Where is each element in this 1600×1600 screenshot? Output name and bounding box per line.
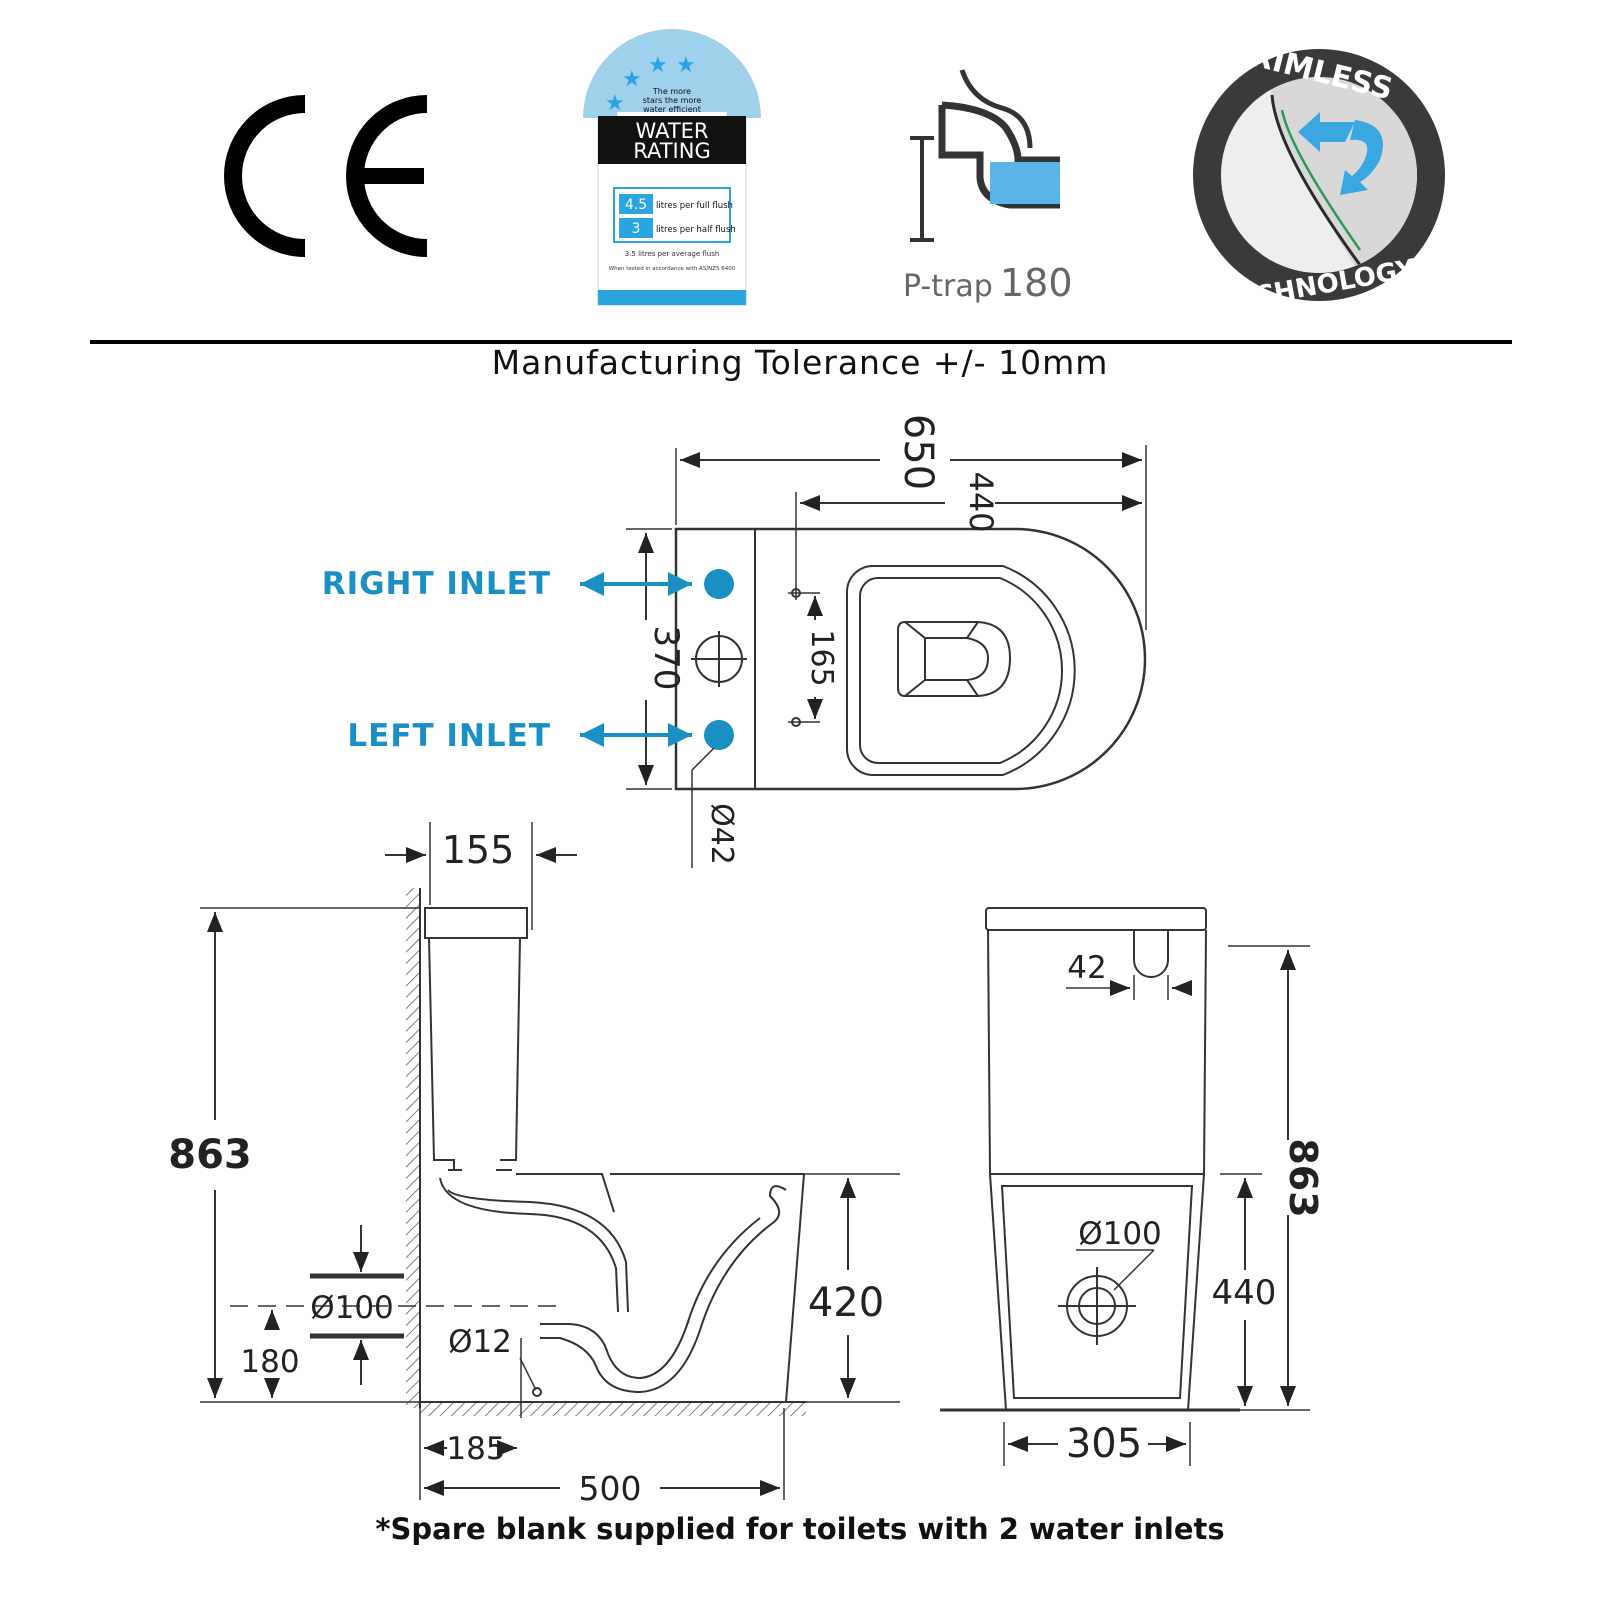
tolerance-note: Manufacturing Tolerance +/- 10mm bbox=[491, 343, 1109, 382]
p-trap-prefix: P-trap bbox=[903, 269, 993, 304]
wr-title-1: WATER bbox=[635, 119, 708, 143]
wr-full-value: 4.5 bbox=[625, 197, 647, 213]
rimless-badge: RIMLESS TECHNOLOGY bbox=[1193, 38, 1445, 318]
svg-text:★: ★ bbox=[622, 67, 642, 92]
dim-front-height: 863 bbox=[1281, 1138, 1325, 1217]
water-icon bbox=[990, 162, 1060, 204]
wr-tagline-2: stars the more bbox=[643, 96, 702, 105]
dim-front-outlet-height: 440 bbox=[1212, 1273, 1277, 1313]
inlet-callouts: RIGHT INLET LEFT INLET bbox=[322, 566, 692, 754]
flush-button-icon bbox=[1133, 930, 1169, 978]
wr-half-text: litres per half flush bbox=[656, 225, 736, 235]
wr-half-value: 3 bbox=[632, 221, 641, 237]
top-view-dimensions: 650 440 370 165 Ø42 bbox=[646, 414, 1000, 865]
star-outline-icon: ☆☆ bbox=[702, 67, 737, 116]
dim-inlet-diameter: Ø42 bbox=[704, 803, 739, 865]
ce-mark bbox=[224, 95, 428, 257]
dim-outlet-height: 180 bbox=[240, 1344, 299, 1380]
wr-title-2: RATING bbox=[633, 139, 710, 163]
dim-top-bowl-width: 440 bbox=[962, 471, 1000, 532]
left-inlet-dot bbox=[704, 720, 734, 750]
dim-front-outlet-diameter: Ø100 bbox=[1078, 1216, 1162, 1252]
wr-title-band bbox=[598, 116, 746, 164]
svg-text:★: ★ bbox=[605, 91, 625, 116]
dim-width: 305 bbox=[1066, 1421, 1142, 1467]
right-inlet-label: RIGHT INLET bbox=[322, 566, 551, 602]
top-view bbox=[626, 445, 1147, 868]
dim-top-depth: 370 bbox=[646, 626, 686, 691]
dim-side-outlet-diameter: Ø100 bbox=[310, 1290, 394, 1326]
wr-full-text: litres per full flush bbox=[656, 201, 733, 211]
dim-cistern-depth: 155 bbox=[442, 828, 515, 872]
side-view bbox=[200, 822, 900, 1500]
star-icon: ★★★★ bbox=[605, 53, 696, 116]
wr-tagline-1: The more bbox=[652, 87, 691, 96]
dim-button-width: 42 bbox=[1067, 950, 1106, 986]
wr-tagline-3: water efficient bbox=[643, 105, 701, 114]
svg-text:☆: ☆ bbox=[702, 67, 720, 91]
wr-average-text: 3.5 litres per average flush bbox=[625, 250, 720, 258]
water-rating-badge: ★★★★ ☆☆ The more stars the more water ef… bbox=[583, 29, 761, 306]
svg-text:☆: ☆ bbox=[718, 91, 736, 115]
dim-seat-height: 420 bbox=[808, 1280, 884, 1326]
left-inlet-label: LEFT INLET bbox=[347, 718, 551, 754]
dim-outlet-offset: 185 bbox=[446, 1431, 505, 1467]
dim-inlet-spacing: 165 bbox=[804, 629, 839, 686]
front-view bbox=[940, 907, 1310, 1466]
dim-side-height: 863 bbox=[168, 1132, 252, 1178]
dim-top-width: 650 bbox=[895, 414, 941, 490]
svg-text:★: ★ bbox=[676, 53, 696, 78]
side-view-dimensions: 155 863 Ø100 180 Ø12 185 420 500 bbox=[168, 828, 884, 1508]
front-view-dimensions: 42 863 Ø100 440 305 bbox=[1066, 950, 1325, 1467]
wr-standard-text: When tested in accordance with AS/NZS 64… bbox=[609, 266, 736, 272]
dim-pipe-diameter: Ø12 bbox=[448, 1324, 512, 1360]
right-inlet-dot bbox=[704, 569, 734, 599]
svg-text:★: ★ bbox=[648, 53, 668, 78]
p-trap-value: 180 bbox=[1000, 261, 1073, 305]
p-trap-icon: P-trap 180 bbox=[903, 69, 1073, 305]
footer-note: *Spare blank supplied for toilets with 2… bbox=[375, 1512, 1225, 1546]
dim-length: 500 bbox=[579, 1469, 642, 1508]
